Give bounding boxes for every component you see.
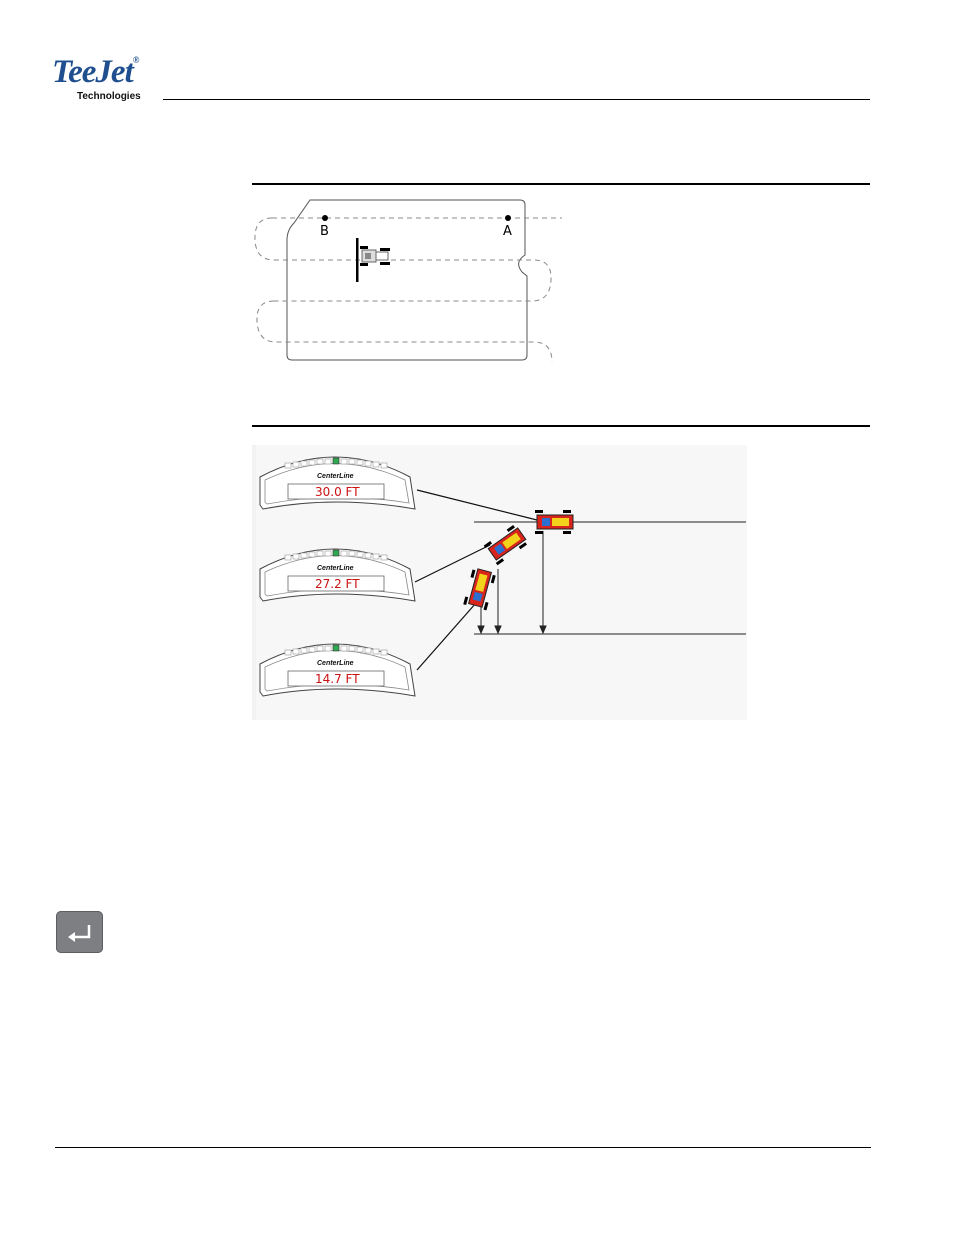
brand-label: CenterLine [317, 565, 354, 572]
point-a-label: A [503, 224, 512, 239]
center-led [332, 644, 340, 652]
tractor-icon [463, 568, 496, 611]
tractor-icon [535, 510, 574, 534]
led-bar [284, 458, 388, 469]
figure1-top-rule [252, 183, 870, 185]
header-rule [163, 99, 870, 100]
enter-key-icon [56, 911, 103, 953]
logo-registered-mark: ® [132, 55, 140, 65]
guidance-line-2 [274, 259, 552, 302]
offline-distance-diagram: CenterLine 30.0 FT CenterLine 27.2 FT Ce… [252, 445, 747, 720]
point-a-marker [505, 215, 511, 221]
offline-distance-value: 27.2 FT [315, 577, 360, 591]
tractor-icon [356, 238, 390, 282]
offline-distance-value: 14.7 FT [315, 672, 360, 686]
readout-box [287, 670, 385, 687]
footer-rule [55, 1147, 871, 1148]
point-b-label: B [320, 224, 329, 239]
brand-label: CenterLine [317, 473, 354, 480]
logo-subtitle: Technologies [77, 91, 141, 102]
led-bar [284, 550, 388, 561]
centerline-display-1: CenterLine 30.0 FT [259, 456, 416, 510]
guidance-turn-left-2 [256, 300, 553, 363]
readout-box [287, 575, 385, 592]
centerline-display-2: CenterLine 27.2 FT [259, 548, 416, 602]
logo-text: TeeJet [52, 54, 134, 90]
field-boundary [286, 199, 528, 361]
leader-line-1 [416, 489, 538, 521]
leader-line-2 [414, 544, 491, 583]
point-b-marker [322, 215, 328, 221]
center-led [332, 457, 340, 465]
center-led [332, 549, 340, 557]
brand-label: CenterLine [317, 660, 354, 667]
field-ab-line-diagram: B A [254, 199, 562, 363]
led-bar [284, 645, 388, 656]
tractor-icon [483, 524, 527, 566]
guidance-turn-left-1 [254, 217, 275, 261]
leader-line-3 [416, 602, 477, 671]
centerline-display-3: CenterLine 14.7 FT [259, 643, 416, 697]
teejet-logo: TeeJet® [52, 54, 140, 90]
readout-box [287, 483, 385, 500]
figure2-top-rule [252, 425, 870, 427]
enter-arrow-icon [68, 925, 91, 942]
offline-distance-value: 30.0 FT [315, 485, 360, 499]
